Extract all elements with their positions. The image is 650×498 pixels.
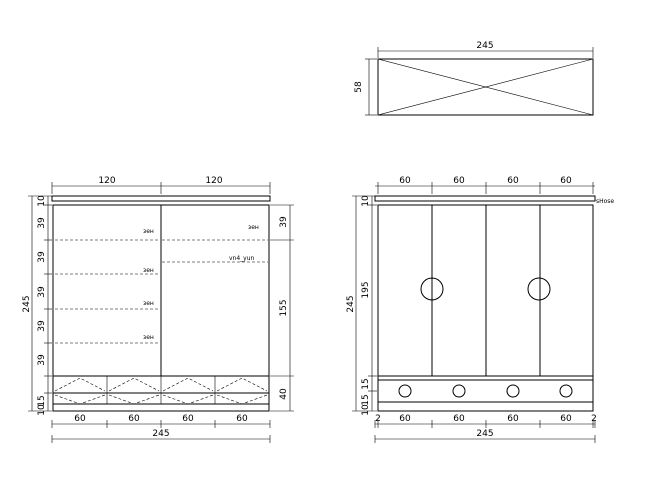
door-top-width-1: 60 (399, 176, 411, 186)
shelf-label-3: зен (143, 300, 154, 307)
top-view-outline (377, 58, 594, 116)
top-width-label: 245 (476, 41, 493, 51)
door-left-h-4: 15 (361, 394, 371, 405)
front-left-h-3: 39 (37, 251, 47, 263)
door-top-label: sHose (596, 198, 614, 205)
drawer-knob-1 (398, 384, 412, 398)
door-top-width-4: 60 (560, 176, 572, 186)
front-bottom-width-4: 60 (236, 414, 248, 424)
front-left-h-1: 10 (37, 195, 47, 207)
door-top-width-2: 60 (453, 176, 465, 186)
door-bottom-edge-left: 2 (375, 414, 381, 424)
rail-label: vn4_yun (229, 255, 255, 262)
front-left-h-2: 39 (37, 217, 47, 229)
front-bottom-width-3: 60 (182, 414, 194, 424)
front-top-width-2: 120 (205, 176, 222, 186)
shelf-label-4: зен (143, 334, 154, 341)
front-left-h-6: 39 (37, 354, 47, 366)
door-knob-left (420, 277, 444, 301)
door-left-h-5: 10 (361, 404, 371, 416)
front-right-h-1: 39 (279, 216, 289, 228)
drawer-knob-2 (452, 384, 466, 398)
door-left-h-3: 15 (361, 378, 371, 389)
front-top-cap (51, 195, 271, 202)
front-top-width-1: 120 (98, 176, 115, 186)
front-left-h-8: 10 (37, 404, 47, 416)
door-total-width: 245 (476, 429, 493, 439)
door-bottom-width-4: 60 (560, 414, 572, 424)
door-bottom-width-1: 60 (399, 414, 411, 424)
door-bottom-edge-right: 2 (591, 414, 597, 424)
top-depth-label: 58 (354, 81, 364, 93)
front-right-h-3: 40 (279, 388, 289, 400)
door-bottom-width-2: 60 (453, 414, 465, 424)
front-bottom-width-2: 60 (128, 414, 140, 424)
drawer-knob-3 (506, 384, 520, 398)
drawer-knob-4 (559, 384, 573, 398)
shelf-label-2: зен (143, 267, 154, 274)
door-bottom-width-3: 60 (507, 414, 519, 424)
front-right-h-2: 155 (279, 299, 289, 316)
front-total-height: 245 (22, 295, 32, 312)
door-left-h-2: 195 (361, 281, 371, 298)
top-view: 245 58 (354, 41, 594, 116)
door-left-h-1: 10 (361, 195, 371, 207)
front-left-h-4: 39 (37, 286, 47, 298)
top-view-cross-2 (377, 58, 594, 116)
front-left-h-7: 15 (37, 395, 47, 406)
door-top-width-3: 60 (507, 176, 519, 186)
front-view: зен зен зен зен зен vn4_yun 120 120 (22, 176, 294, 443)
front-total-width: 245 (152, 429, 169, 439)
shelf-label-1: зен (143, 228, 154, 235)
front-bottom-width-1: 60 (74, 414, 86, 424)
right-shelf-label: зен (248, 224, 259, 231)
door-view: 60 60 60 60 sHose 10 195 15 15 10 245 2 … (346, 176, 614, 443)
door-top-cap (374, 195, 596, 202)
door-total-height: 245 (346, 295, 356, 312)
front-left-h-5: 39 (37, 320, 47, 332)
door-knob-right (527, 277, 551, 301)
